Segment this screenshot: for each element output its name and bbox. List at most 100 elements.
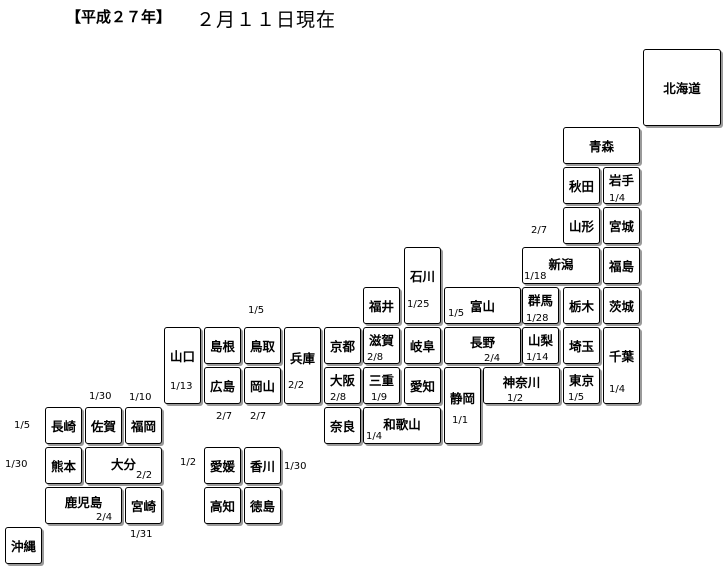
date-label-mie: 1/9 [371,392,388,403]
prefecture-name: 福島 [608,259,634,274]
date-label-gunma: 1/28 [526,313,549,324]
prefecture-name: 岐阜 [409,339,435,354]
prefecture-name: 長野 [469,335,495,350]
prefecture-saga: 佐賀 [85,407,122,444]
prefecture-wakayama: 和歌山 [363,407,441,444]
date-label-shiga: 2/8 [367,352,384,363]
prefecture-name: 長崎 [50,419,76,434]
prefecture-iwate: 岩手 [603,167,640,204]
date-label-hyogo: 2/2 [288,380,305,391]
date-label-kanagawa: 1/2 [507,393,524,404]
prefecture-akita: 秋田 [563,167,600,204]
prefecture-toyama: 富山 [444,287,521,324]
prefecture-name: 兵庫 [289,351,315,366]
prefecture-shizuoka: 静岡 [444,367,481,444]
prefecture-nagasaki: 長崎 [45,407,82,444]
prefecture-mie: 三重 [363,367,400,404]
prefecture-shiga: 滋賀 [363,327,400,364]
date-label-extra-2-7: 2/7 [531,225,548,236]
date-label-iwate: 1/4 [609,193,626,204]
prefecture-okayama: 岡山 [244,367,281,404]
prefecture-name: 滋賀 [368,333,394,348]
prefecture-name: 山形 [568,219,594,234]
prefecture-hokkaido: 北海道 [643,49,721,126]
prefecture-tottori: 鳥取 [244,327,281,364]
prefecture-ishikawa: 石川 [404,247,441,324]
date-label-saga: 1/30 [89,391,112,402]
date-label-nagasaki: 1/5 [14,420,31,431]
date-label-kagoshima: 2/4 [96,512,113,523]
prefecture-gifu: 岐阜 [404,327,441,364]
prefecture-name: 大分 [110,457,136,472]
prefecture-tokyo: 東京 [563,367,600,404]
as-of-date: ２月１１日現在 [196,9,337,31]
prefecture-fukuoka: 福岡 [125,407,162,444]
prefecture-name: 東京 [568,373,594,388]
prefecture-name: 熊本 [50,459,76,474]
prefecture-name: 高知 [209,499,235,514]
prefecture-oita: 大分 [85,447,162,484]
date-label-yamanashi: 1/14 [526,352,549,363]
date-label-tokyo: 1/5 [568,392,585,403]
prefecture-name: 群馬 [527,293,553,308]
date-label-nagano: 2/4 [484,353,501,364]
prefecture-name: 鳥取 [249,339,275,354]
prefecture-name: 山梨 [527,333,553,348]
prefecture-name: 和歌山 [383,417,421,432]
prefecture-name: 福岡 [130,419,156,434]
date-label-chiba: 1/4 [609,384,626,395]
prefecture-miyazaki: 宮崎 [125,487,162,524]
prefecture-kagawa: 香川 [244,447,281,484]
date-label-ehime: 1/2 [180,457,197,468]
date-label-niigata: 1/18 [524,271,547,282]
prefecture-tochigi: 栃木 [563,287,600,324]
date-label-tottori: 1/5 [248,305,265,316]
page-title: 【平成２７年】 [66,8,172,26]
prefecture-kanagawa: 神奈川 [483,367,560,404]
prefecture-ibaraki: 茨城 [603,287,640,324]
prefecture-aichi: 愛知 [404,367,441,404]
date-label-ishikawa: 1/25 [407,299,430,310]
prefecture-name: 三重 [368,373,394,388]
prefecture-name: 石川 [409,269,435,284]
prefecture-name: 北海道 [663,81,701,96]
prefecture-fukushima: 福島 [603,247,640,284]
prefecture-name: 香川 [249,459,275,474]
prefecture-name: 鹿児島 [64,495,103,510]
prefecture-name: 福井 [368,299,394,314]
date-label-okayama: 2/7 [250,411,267,422]
prefecture-name: 埼玉 [568,339,594,354]
prefecture-name: 山口 [169,349,195,364]
prefecture-name: 京都 [329,339,355,354]
prefecture-name: 新潟 [548,257,574,272]
prefecture-miyagi: 宮城 [603,207,640,244]
prefecture-osaka: 大阪 [324,367,361,404]
date-label-shizuoka: 1/1 [452,415,469,426]
prefecture-aomori: 青森 [563,127,640,164]
date-label-yamaguchi: 1/13 [170,381,193,392]
prefecture-name: 岡山 [249,379,275,394]
prefecture-name: 富山 [469,299,495,314]
prefecture-name: 宮崎 [130,499,156,514]
prefecture-name: 徳島 [249,499,275,514]
prefecture-nara: 奈良 [324,407,361,444]
prefecture-okinawa: 沖縄 [5,527,42,564]
date-label-fukuoka: 1/10 [129,392,152,403]
date-label-oita: 2/2 [136,470,153,481]
date-label-osaka: 2/8 [330,392,347,403]
prefecture-name: 佐賀 [90,419,116,434]
prefecture-saitama: 埼玉 [563,327,600,364]
date-label-kagawa: 1/30 [284,461,307,472]
prefecture-kumamoto: 熊本 [45,447,82,484]
prefecture-name: 神奈川 [502,375,541,390]
prefecture-name: 千葉 [608,349,634,364]
prefecture-name: 愛知 [409,379,435,394]
prefecture-hyogo: 兵庫 [284,327,321,404]
prefecture-name: 島根 [209,339,235,354]
prefecture-ehime: 愛媛 [204,447,241,484]
prefecture-gunma: 群馬 [522,287,559,324]
prefecture-niigata: 新潟 [522,247,600,284]
prefecture-hiroshima: 広島 [204,367,241,404]
prefecture-name: 奈良 [329,419,355,434]
prefecture-kyoto: 京都 [324,327,361,364]
